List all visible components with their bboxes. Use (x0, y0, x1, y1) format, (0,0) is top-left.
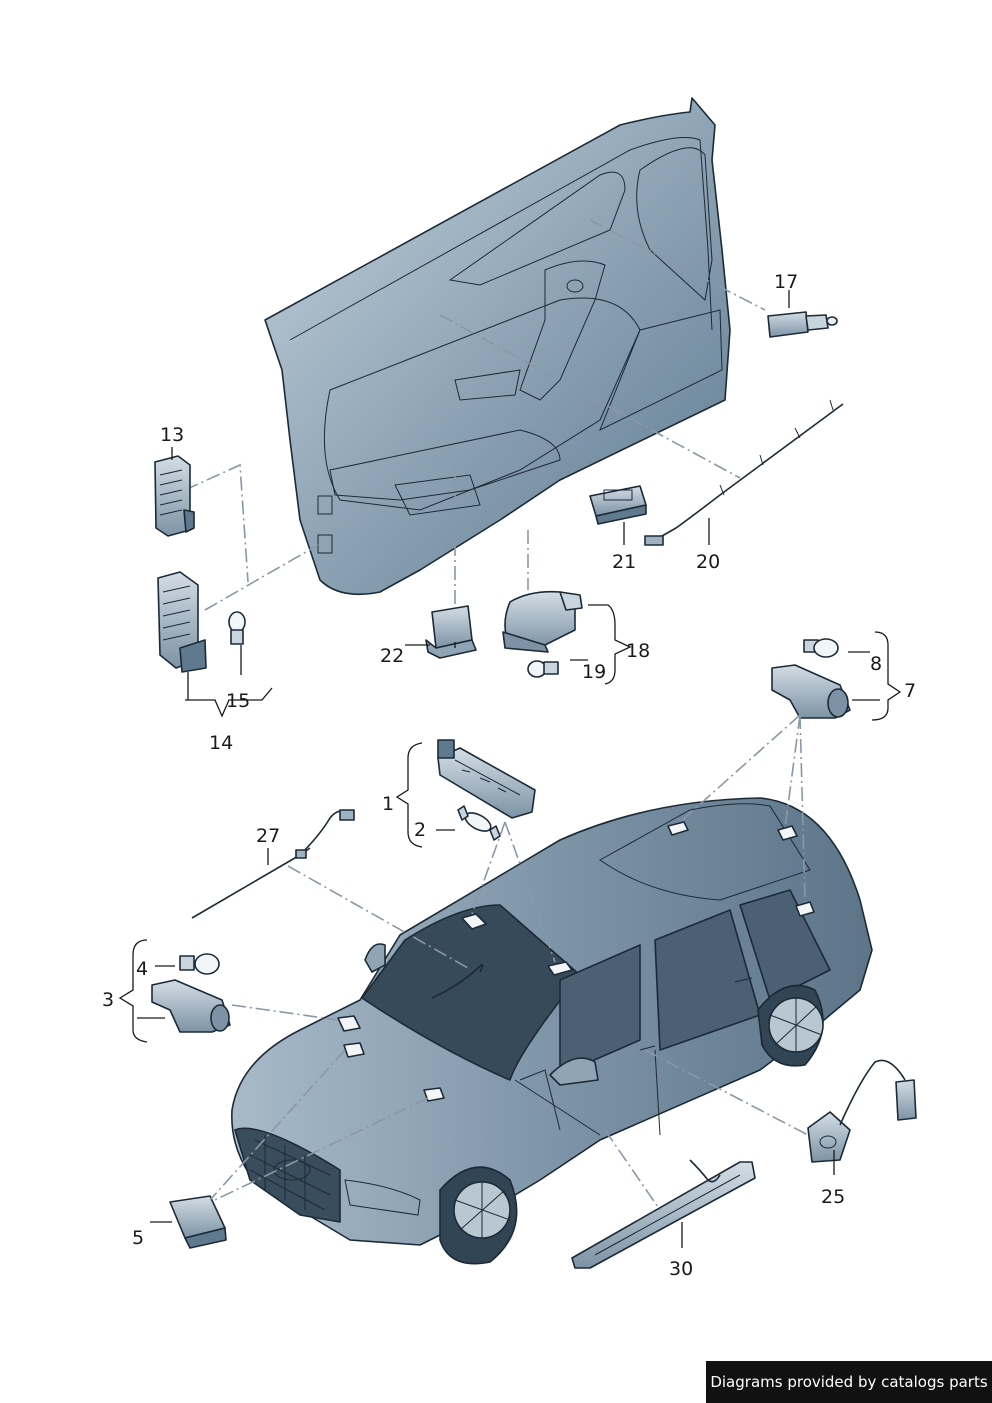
part-20-ambient-strip (644, 399, 844, 546)
callout-leaders (118, 290, 902, 1248)
callout-3: 3 (102, 989, 114, 1011)
part-21-switch (589, 485, 647, 525)
car-body (231, 797, 873, 1265)
part-3-lamp-housing (151, 979, 231, 1033)
part-13-door-light (154, 455, 195, 537)
callout-27: 27 (256, 825, 280, 847)
part-30-sill-strip (571, 1159, 756, 1269)
part-7-lamp-housing (771, 664, 851, 719)
part-25-puddle-light (807, 1059, 917, 1163)
callout-4: 4 (136, 958, 148, 980)
part-18-courtesy-lamp (502, 590, 583, 653)
car-light-markers (337, 821, 815, 1102)
callout-2: 2 (414, 819, 426, 841)
callout-1: 1 (382, 793, 394, 815)
callout-17: 17 (774, 271, 798, 293)
callout-30: 30 (669, 1258, 693, 1280)
part-2-festoon-bulb (457, 805, 501, 841)
callout-21: 21 (612, 551, 636, 573)
callout-13: 13 (160, 424, 184, 446)
part-17-reading-light (767, 311, 838, 338)
callout-8: 8 (870, 653, 882, 675)
callout-22: 22 (380, 645, 404, 667)
part-19-bulb (527, 660, 559, 678)
part-5-switch (169, 1195, 227, 1249)
part-8-bulb (803, 638, 839, 658)
door-trim-panel (264, 97, 731, 596)
part-15-bulb (228, 611, 246, 645)
callout-15: 15 (226, 690, 250, 712)
callout-20: 20 (696, 551, 720, 573)
callout-5: 5 (132, 1227, 144, 1249)
door-leaders (184, 219, 766, 611)
part-22-switch (425, 605, 477, 659)
part-27-cable (191, 809, 355, 919)
callout-14: 14 (209, 732, 233, 754)
callout-25: 25 (821, 1186, 845, 1208)
credit-banner: Diagrams provided by catalogs parts (706, 1361, 992, 1403)
part-1-interior-light (437, 739, 536, 819)
callout-18: 18 (626, 640, 650, 662)
part-4-bulb (179, 953, 220, 975)
callout-19: 19 (582, 661, 606, 683)
part-14-door-light-housing (157, 571, 207, 673)
callout-7: 7 (904, 680, 916, 702)
callout-labels: 1 2 3 4 5 7 8 13 14 15 17 18 19 20 21 22… (102, 271, 916, 1280)
car-leaders (209, 714, 809, 1211)
